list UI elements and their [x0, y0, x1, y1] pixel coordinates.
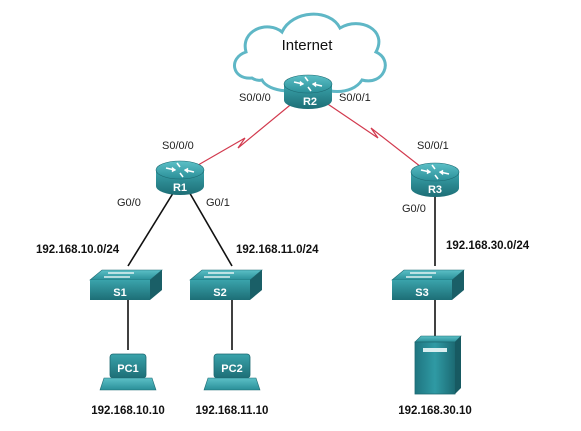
switch-s2[interactable]: S2 [189, 269, 263, 301]
network-lan1: 192.168.10.0/24 [36, 244, 120, 256]
router-r3[interactable]: R3 [410, 162, 460, 198]
server[interactable] [414, 335, 462, 395]
iface-r3-s001: S0/0/1 [417, 140, 449, 152]
pc1-label: PC1 [117, 363, 138, 375]
link-r1-s2 [187, 189, 233, 267]
address-pc2: 192.168.11.10 [196, 405, 269, 417]
network-lan2: 192.168.11.0/24 [236, 244, 319, 256]
iface-r1-g00: G0/0 [117, 197, 141, 209]
router-r1-label: R1 [173, 182, 187, 194]
internet-label: Internet [282, 37, 334, 54]
router-r2[interactable]: R2 [283, 74, 333, 110]
link-r1-s1 [127, 189, 176, 267]
pc2-computer[interactable]: PC2 [203, 353, 261, 391]
switch-s2-label: S2 [213, 287, 226, 299]
serial-link-r1-r2 [185, 91, 307, 173]
ethernet-links [127, 189, 436, 350]
router-r3-label: R3 [428, 184, 442, 196]
switch-s3[interactable]: S3 [391, 269, 465, 301]
router-r1[interactable]: R1 [155, 160, 205, 196]
address-pc1: 192.168.10.10 [91, 405, 165, 417]
iface-r1-g01: G0/1 [206, 197, 230, 209]
network-lan3: 192.168.30.0/24 [446, 240, 530, 252]
iface-r1-s000: S0/0/0 [162, 140, 194, 152]
switch-s3-label: S3 [415, 287, 428, 299]
switch-s1[interactable]: S1 [89, 269, 163, 301]
pc2-label: PC2 [221, 363, 242, 375]
internet-cloud: Internet [233, 12, 387, 93]
iface-r2-s001: S0/0/1 [339, 92, 371, 104]
pc1-computer[interactable]: PC1 [99, 353, 157, 391]
iface-r3-g00: G0/0 [402, 203, 426, 215]
address-server: 192.168.30.10 [398, 405, 472, 417]
serial-link-r2-r3 [309, 91, 431, 175]
server-drive-icon [423, 348, 447, 352]
router-r2-label: R2 [303, 96, 317, 108]
switch-s1-label: S1 [113, 287, 126, 299]
iface-r2-s000: S0/0/0 [239, 92, 271, 104]
